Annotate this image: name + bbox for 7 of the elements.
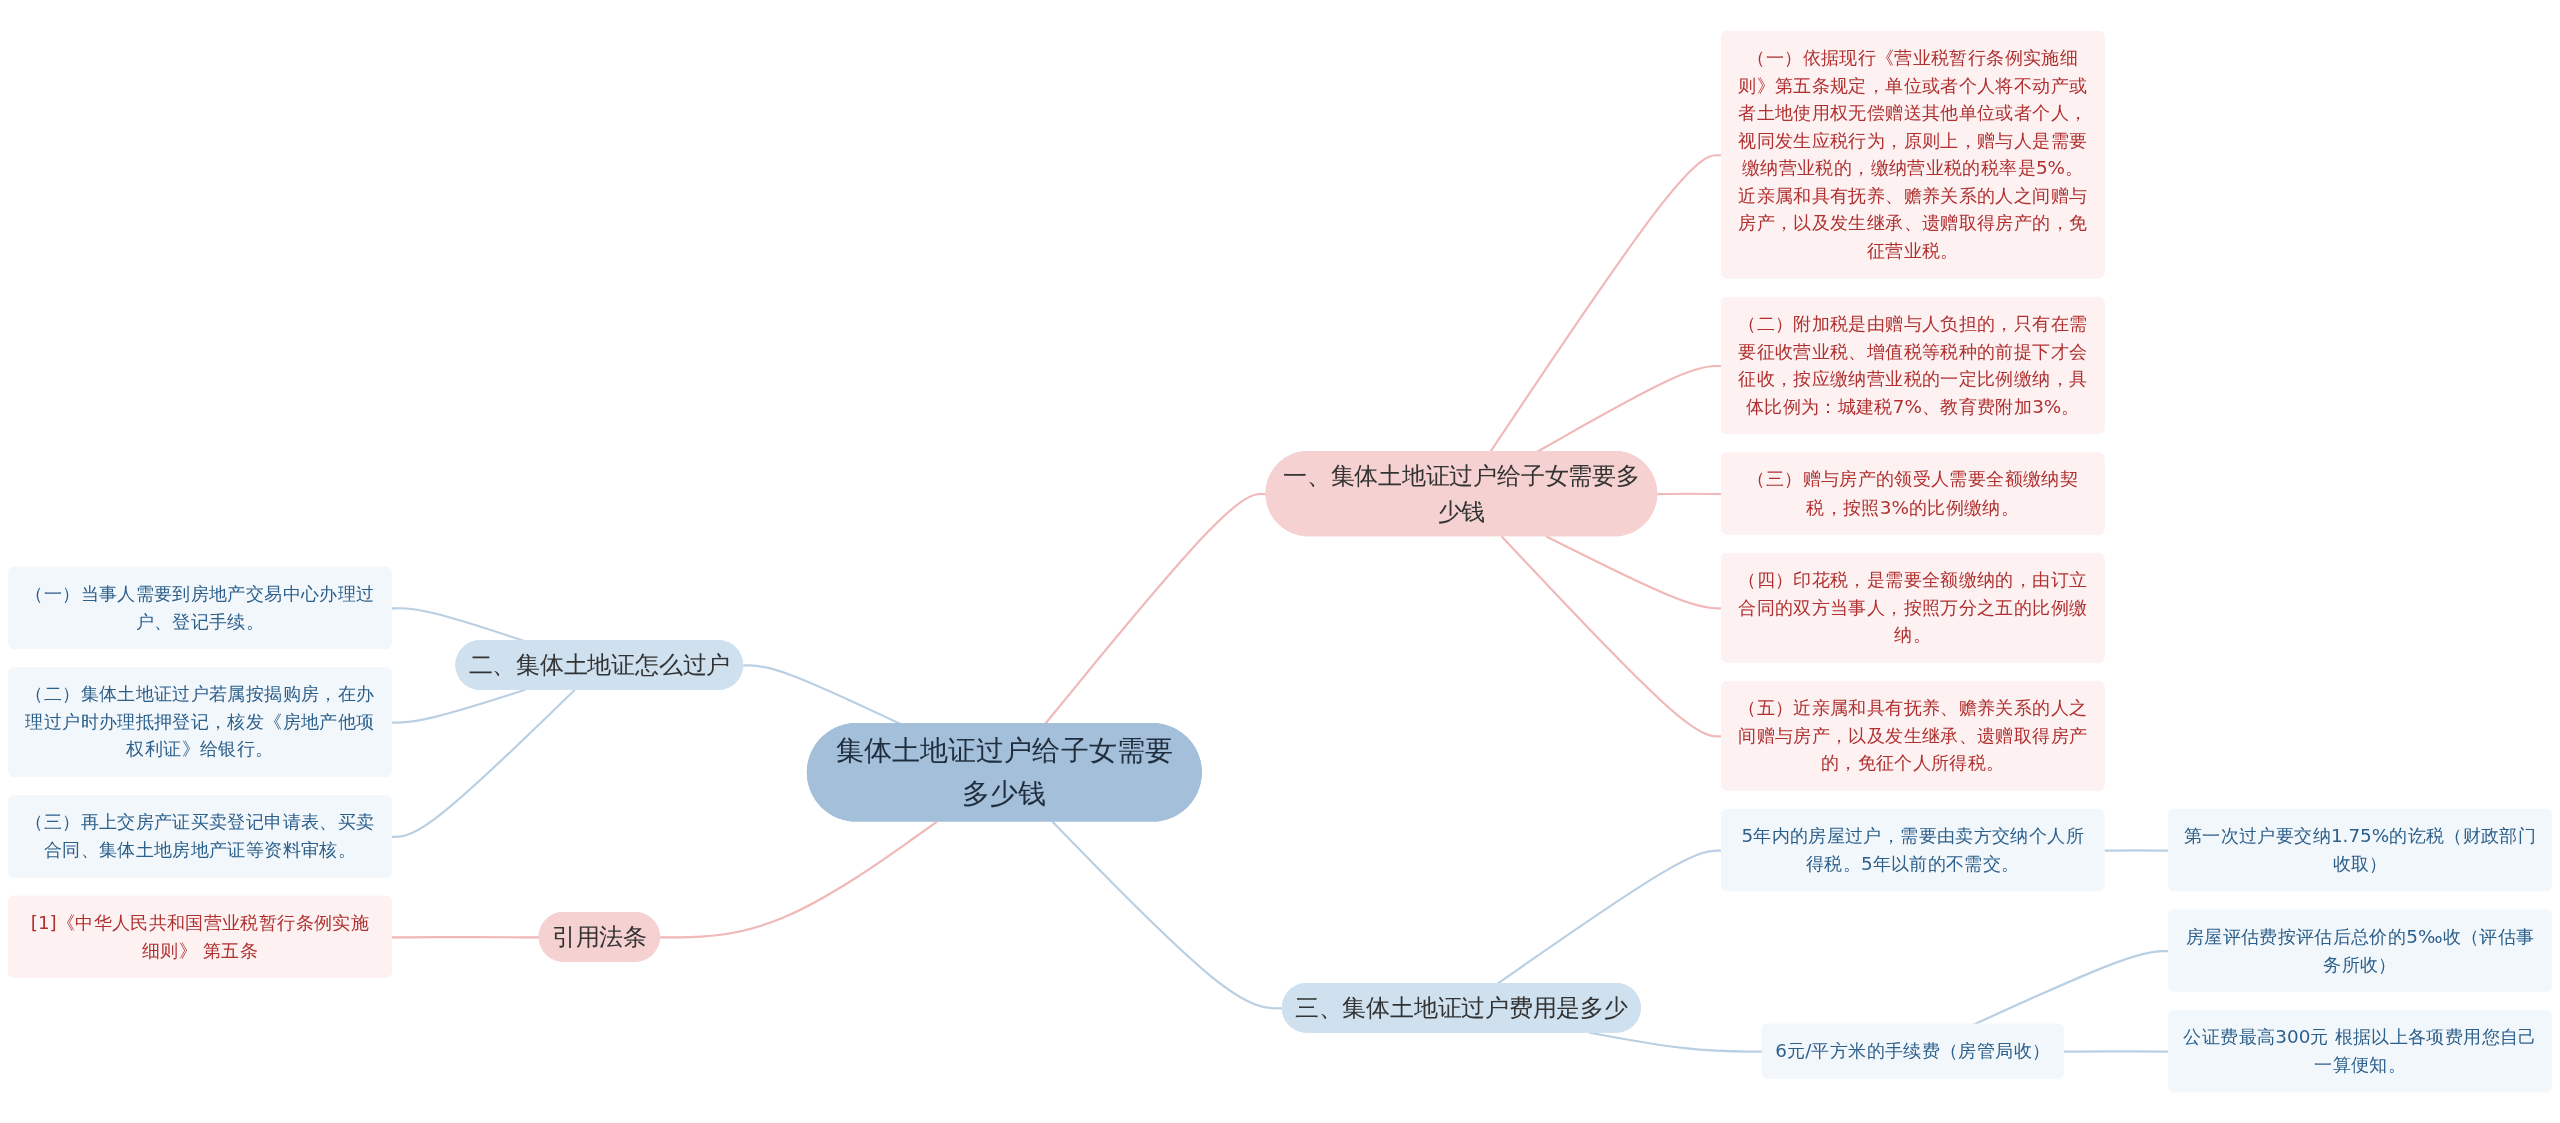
connector (1051, 820, 1283, 1010)
connector (1589, 1031, 1763, 1053)
connector (659, 820, 938, 939)
connector (391, 935, 540, 939)
connector (391, 688, 526, 724)
connector (391, 688, 576, 838)
connector (1044, 492, 1267, 725)
